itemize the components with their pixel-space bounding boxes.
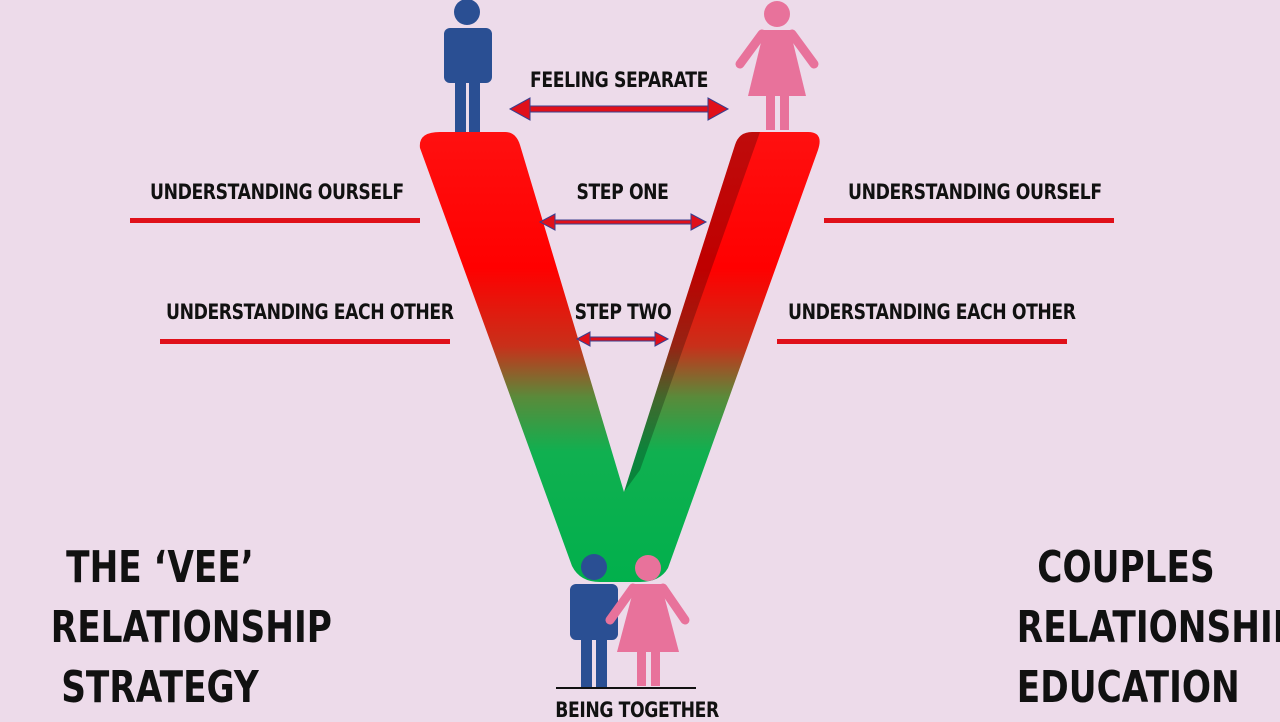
woman-figure-icon-bottom [605, 555, 690, 686]
right-title-line1: COUPLES [1037, 542, 1215, 593]
vee-shape [419, 132, 820, 582]
left-title-line3: STRATEGY [61, 662, 259, 713]
step-one-arrow [538, 213, 708, 231]
man-figure-icon-top [444, 0, 492, 132]
vee-inner-shadow [624, 132, 760, 492]
right-title-line2: RELATIONSHIP [1016, 602, 1280, 653]
man-figure-icon-bottom [570, 554, 618, 688]
step-two-arrow [575, 331, 670, 347]
left-title-line1: THE ‘VEE’ [66, 542, 254, 593]
being-together-label: BEING TOGETHER [555, 698, 719, 722]
right-understanding-ourself-label: UNDERSTANDING OURSELF [848, 180, 1102, 204]
right-ourself-underline [824, 218, 1114, 223]
left-title: THE ‘VEE’ RELATIONSHIP STRATEGY [50, 538, 332, 718]
right-understanding-each-other-label: UNDERSTANDING EACH OTHER [788, 300, 1076, 324]
left-understanding-each-other-label: UNDERSTANDING EACH OTHER [166, 300, 454, 324]
feeling-separate-arrow [508, 97, 730, 121]
right-title-line3: EDUCATION [1016, 662, 1240, 713]
right-title: COUPLES RELATIONSHIP EDUCATION [1016, 538, 1280, 718]
left-each-other-underline [160, 339, 450, 344]
right-each-other-underline [777, 339, 1067, 344]
step-two-label: STEP TWO [574, 300, 672, 324]
left-title-line2: RELATIONSHIP [50, 602, 332, 653]
feeling-separate-label: FEELING SEPARATE [530, 68, 708, 92]
step-one-label: STEP ONE [576, 180, 669, 204]
left-ourself-underline [130, 218, 420, 223]
woman-figure-icon-top [735, 1, 819, 130]
left-understanding-ourself-label: UNDERSTANDING OURSELF [150, 180, 404, 204]
